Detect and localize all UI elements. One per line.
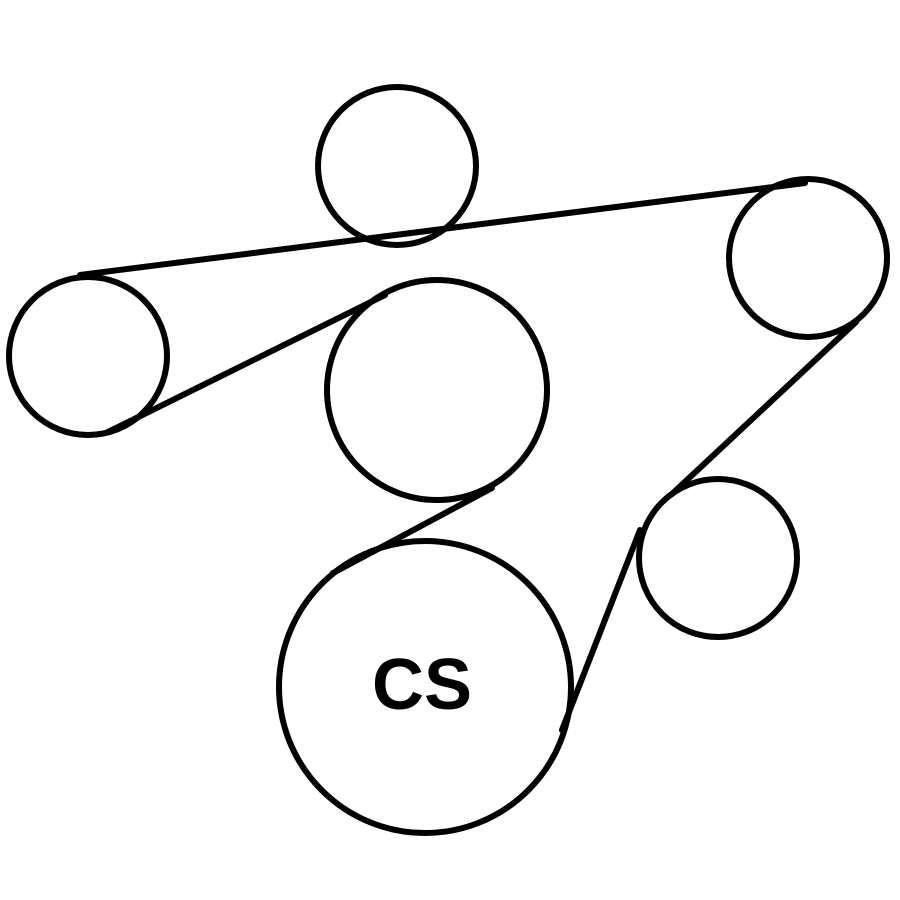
idler-pulley (636, 476, 800, 640)
center-pulley (324, 277, 550, 503)
right-pulley (726, 176, 890, 340)
belt-segment-idler-to-crank (559, 527, 643, 733)
belt-segment-right-to-idler (669, 319, 859, 497)
crankshaft-pulley (276, 538, 574, 836)
left-pulley (6, 274, 170, 438)
belt-segment-left-to-center (105, 292, 388, 435)
crankshaft-label: CS (372, 645, 472, 725)
top-pulley (315, 84, 479, 248)
